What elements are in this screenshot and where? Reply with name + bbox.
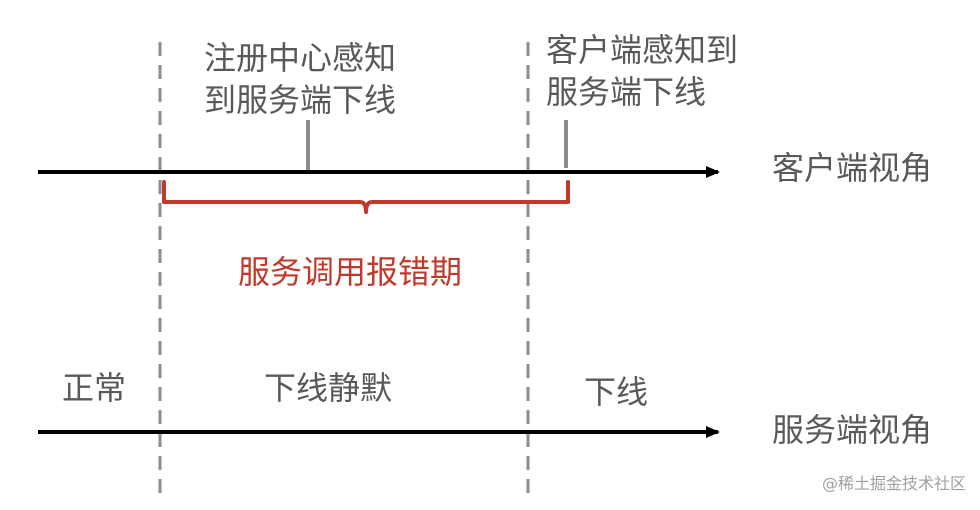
offline-silent-phase-label: 下线静默 (264, 369, 393, 407)
error-period-label: 服务调用报错期 (238, 253, 463, 291)
server-view-label: 服务端视角 (772, 411, 933, 449)
normal-phase-label: 正常 (62, 369, 127, 407)
error-period-brace (162, 180, 570, 214)
watermark: @稀土掘金技术社区 (821, 474, 966, 493)
client-aware-label: 客户端感知到 (546, 31, 739, 69)
registry-aware-label-line2: 到服务端下线 (204, 81, 397, 119)
registry-aware-label: 注册中心感知 (204, 39, 397, 77)
client-aware-label-line2: 服务端下线 (546, 73, 707, 111)
offline-phase-label: 下线 (584, 373, 649, 411)
client-view-label: 客户端视角 (772, 149, 933, 187)
